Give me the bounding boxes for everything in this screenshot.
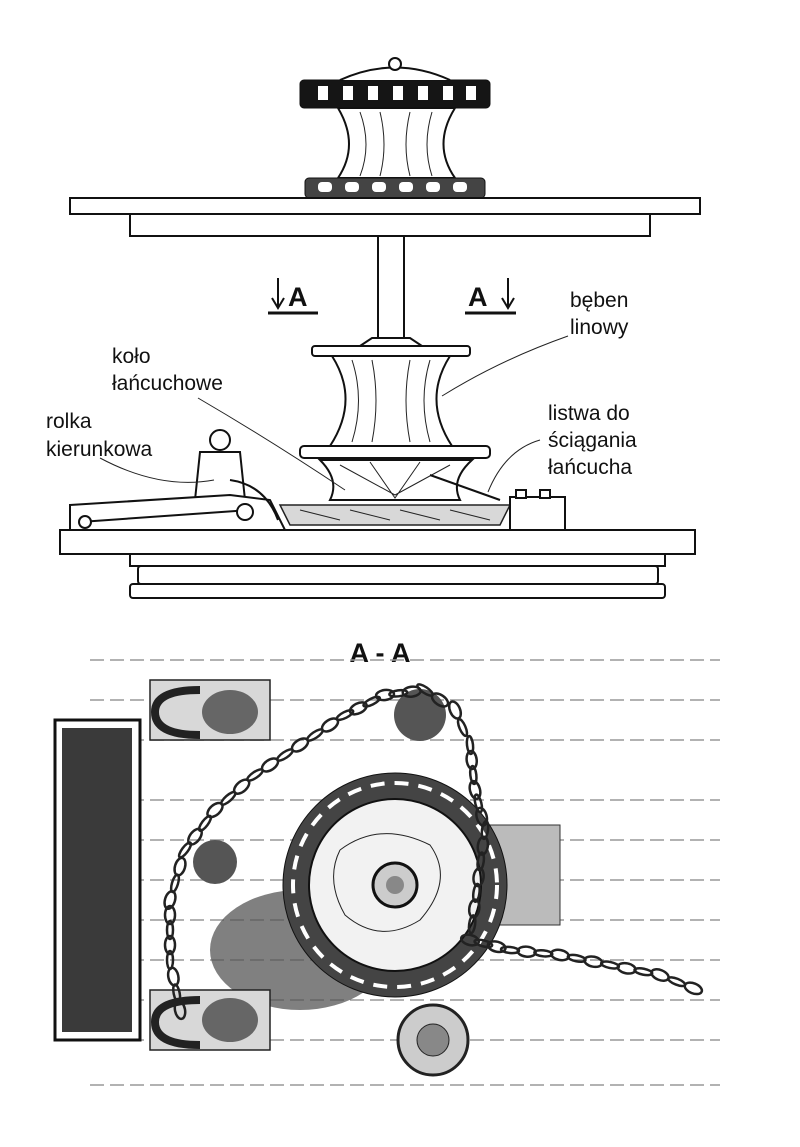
chain-link xyxy=(471,882,481,904)
chain-link xyxy=(465,734,475,756)
fairlead-roller xyxy=(69,429,287,531)
chain-link xyxy=(388,688,409,698)
chain-link xyxy=(163,934,177,956)
chain-link xyxy=(666,976,687,988)
chain-link xyxy=(476,835,490,856)
chain-link xyxy=(456,717,469,738)
upper-capstan xyxy=(299,57,491,199)
chain-link xyxy=(583,955,604,969)
chain-link xyxy=(173,856,187,877)
chain-link xyxy=(480,819,490,841)
chain-link xyxy=(467,898,481,919)
chain-link xyxy=(467,914,477,935)
chain-link xyxy=(165,949,175,971)
section-title: A - A xyxy=(350,638,411,668)
chain-link xyxy=(163,890,177,910)
chain-link xyxy=(633,966,654,977)
leader-line-stripper xyxy=(487,439,541,493)
chain-link xyxy=(187,827,203,846)
lower-deck xyxy=(59,529,696,599)
section-mark-right: A xyxy=(465,278,516,315)
chain-link xyxy=(599,960,621,970)
chain-link xyxy=(177,841,193,859)
chain-link xyxy=(468,779,482,801)
chain-link xyxy=(348,701,368,716)
chain-link xyxy=(473,938,494,949)
leader-line-roller xyxy=(99,457,215,483)
section-view xyxy=(53,659,720,1086)
warping-drum xyxy=(299,337,491,459)
chain-link xyxy=(472,866,485,888)
section-letter-left: A xyxy=(288,282,308,312)
chain-link xyxy=(447,700,463,720)
chain-link xyxy=(374,688,396,702)
chain-link xyxy=(459,933,481,947)
chain-link xyxy=(616,961,637,975)
chain-link xyxy=(533,948,554,958)
anchor-chain xyxy=(163,683,704,1021)
chain-sprocket xyxy=(278,459,566,531)
upper-deck xyxy=(69,197,701,347)
chain-link xyxy=(165,919,175,941)
leader-line-drum xyxy=(441,335,569,397)
chain-link xyxy=(169,873,181,894)
chain-link xyxy=(473,793,484,814)
section-letter-right: A xyxy=(468,282,488,312)
chain-link xyxy=(430,692,450,708)
chain-link xyxy=(650,968,670,982)
chain-link xyxy=(683,981,704,996)
chain-link xyxy=(362,695,382,708)
chain-link xyxy=(163,904,177,926)
chain-link xyxy=(468,764,478,786)
chain-link xyxy=(566,953,587,964)
section-mark-left: A xyxy=(268,278,318,315)
leader-line-sprocket xyxy=(197,397,346,491)
chain-link xyxy=(465,749,478,771)
chain-link xyxy=(476,851,486,872)
chain-link xyxy=(486,940,507,954)
chain-link xyxy=(335,708,355,722)
